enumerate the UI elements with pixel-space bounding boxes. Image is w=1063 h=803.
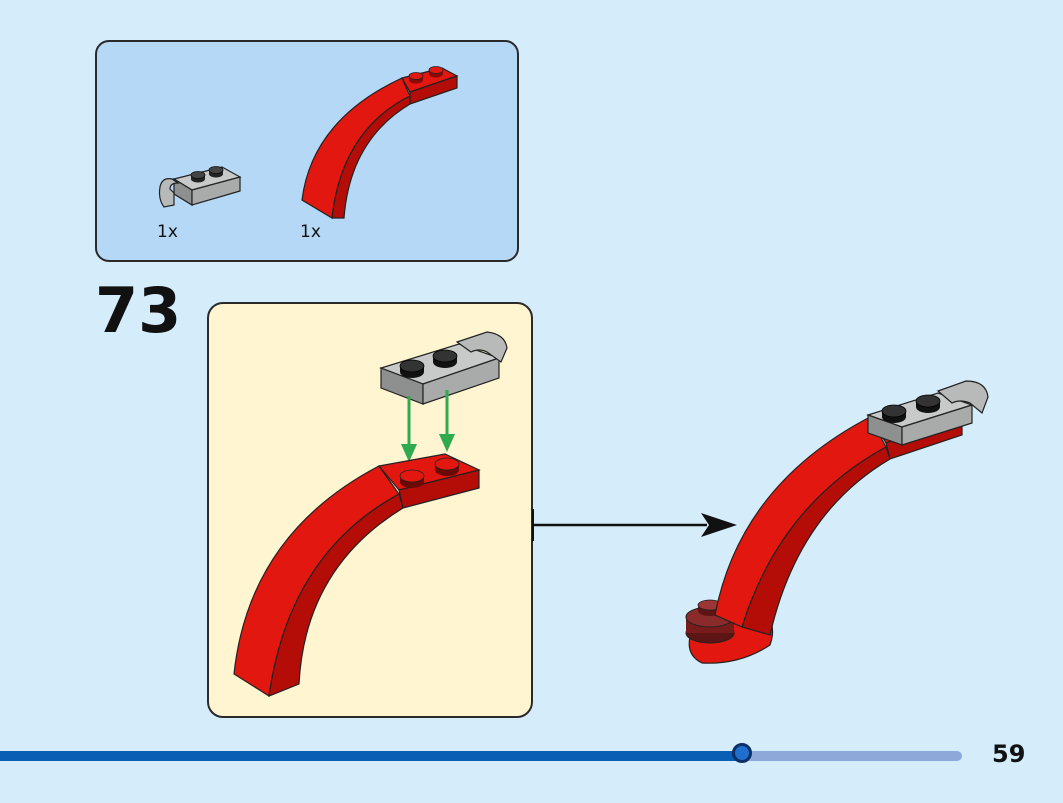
step-box [207,302,533,718]
parts-list-box: 1x 1x [95,40,519,262]
progress-knob [731,743,752,763]
step-number: 73 [95,274,182,347]
gray-clip-plate-icon [158,166,242,208]
step-assembly-illustration [233,331,508,698]
part-quantity-1: 1x [157,222,178,242]
gray-clip-plate-icon [379,331,508,405]
progress-bar-fill [0,751,742,761]
green-arrow-icon [401,390,455,462]
part-quantity-2: 1x [300,222,321,242]
result-assembly-illustration [685,380,989,664]
red-curved-arch-icon [233,453,481,698]
red-curved-arch-icon [301,66,459,219]
page-number: 59 [992,740,1026,768]
result-arrow-icon [532,509,737,541]
progress-bar [0,743,962,763]
